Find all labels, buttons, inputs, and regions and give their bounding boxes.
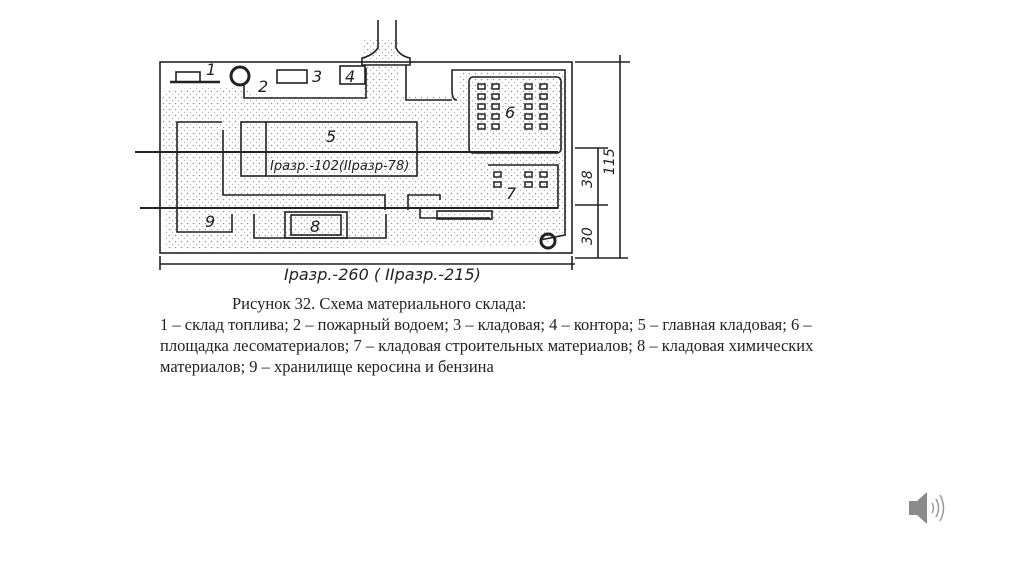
block-2-fire-pond bbox=[229, 65, 251, 87]
dimension-38: 38 bbox=[580, 170, 596, 188]
block-8-chemicals-store bbox=[290, 214, 342, 236]
inner-road-edge bbox=[407, 194, 441, 210]
label-3: 3 bbox=[312, 67, 322, 86]
label-1: 1 bbox=[206, 60, 216, 79]
inner-road-edge bbox=[222, 130, 386, 210]
block-5-main-store bbox=[240, 121, 418, 177]
dimension-115: 115 bbox=[602, 148, 618, 175]
speaker-icon[interactable] bbox=[905, 486, 953, 530]
label-5: 5 bbox=[326, 127, 336, 146]
road-edge bbox=[243, 68, 367, 99]
site-boundary bbox=[159, 61, 573, 254]
legend-line-3: материалов; 9 – хранилище керосина и бен… bbox=[160, 357, 494, 376]
block-8-enclosure bbox=[284, 211, 348, 239]
figure-caption-title: Рисунок 32. Схема материального склада: bbox=[232, 294, 527, 313]
label-8: 8 bbox=[310, 217, 320, 236]
fire-pond-lower bbox=[539, 232, 557, 250]
block-4-office bbox=[339, 65, 366, 85]
bottom-dimension: Iразр.-260 ( IIразр.-215) bbox=[284, 265, 481, 284]
entrance-road bbox=[361, 20, 411, 66]
road-edge bbox=[451, 69, 566, 241]
dimension-30: 30 bbox=[580, 227, 596, 245]
block-3-storeroom bbox=[276, 69, 308, 84]
road-area bbox=[162, 40, 568, 250]
label-6: 6 bbox=[505, 103, 515, 122]
label-9: 9 bbox=[205, 212, 215, 231]
label-2: 2 bbox=[258, 77, 268, 96]
road-edge bbox=[405, 65, 452, 101]
inner-dimension: Iразр.-102(IIразр-78) bbox=[270, 159, 409, 174]
legend-line-1: 1 – склад топлива; 2 – пожарный водоем; … bbox=[160, 315, 812, 334]
label-4: 4 bbox=[345, 67, 355, 86]
shed bbox=[436, 210, 493, 220]
block-1-fuel-store bbox=[175, 71, 201, 83]
inner-road-edge bbox=[176, 121, 222, 210]
block-9-fuel-storage bbox=[176, 210, 233, 233]
lumber-stacks bbox=[477, 83, 548, 188]
legend-line-2: площадка лесоматериалов; 7 – кладовая ст… bbox=[160, 336, 814, 355]
label-7: 7 bbox=[506, 184, 517, 203]
